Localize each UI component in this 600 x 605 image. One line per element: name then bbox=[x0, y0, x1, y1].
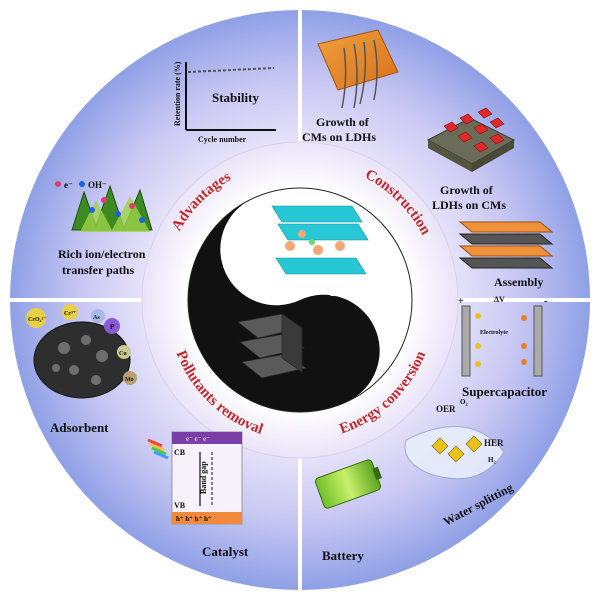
transfer-label-line1: Rich ion/electron bbox=[58, 247, 146, 261]
catalyst-figure: e⁻ e⁻ e⁻ h⁺ h⁺ h⁺ h⁺ CB VB Band gap Cata… bbox=[147, 431, 249, 559]
ion-cr-label: CrO₄²⁻ bbox=[28, 317, 46, 323]
her-label: HER bbox=[484, 438, 504, 448]
assembly-figure: Assembly bbox=[458, 221, 554, 289]
electrolyte-label: Electrolyte bbox=[480, 330, 508, 336]
ion-mo-label: Mo bbox=[125, 377, 134, 383]
catalyst-label: Catalyst bbox=[202, 544, 249, 559]
transfer-paths-figure: e⁻ OH⁻ Rich ion/electron transfer paths bbox=[55, 180, 153, 277]
oer-label: OER bbox=[436, 404, 456, 414]
assembly-label: Assembly bbox=[494, 275, 543, 289]
growth1-line1: Growth of bbox=[316, 115, 370, 129]
electron-label: e⁻ bbox=[64, 180, 73, 190]
electron-dot-icon bbox=[55, 181, 61, 187]
ion-p-label: P bbox=[110, 323, 115, 331]
o2-label: O₂ bbox=[460, 398, 468, 406]
stability-xlabel: Cycle number bbox=[198, 135, 247, 144]
band-gap-label: Band gap bbox=[199, 461, 208, 494]
stability-ylabel: Retention rate (%) bbox=[173, 61, 182, 126]
cm-label: CMs bbox=[268, 396, 295, 411]
growth1-line2: CMs on LDHs bbox=[302, 130, 376, 144]
vb-label: VB bbox=[174, 501, 186, 510]
battery-figure: Battery bbox=[314, 459, 383, 563]
transfer-label-line2: transfer paths bbox=[62, 263, 134, 277]
h2-label: H₂ bbox=[488, 456, 496, 464]
supercapacitor-figure: + - ΔV Electrolyte Supercapacitor bbox=[458, 295, 547, 399]
hydroxide-dot-icon bbox=[79, 181, 85, 187]
supercap-minus: - bbox=[544, 296, 547, 307]
supercap-delta-v: ΔV bbox=[494, 295, 505, 304]
ldh-label: LDHs bbox=[330, 284, 363, 299]
growth2-line2: LDHs on CMs bbox=[432, 198, 506, 212]
supercap-plus: + bbox=[458, 296, 464, 307]
cb-label: CB bbox=[174, 448, 186, 457]
ldh-structure: LDHs bbox=[271, 205, 369, 299]
ion-as-label: As bbox=[93, 315, 100, 321]
growth2-line1: Growth of bbox=[440, 183, 494, 197]
ion-cr3-label: Cr³⁺ bbox=[64, 311, 76, 317]
electrons-label: e⁻ e⁻ e⁻ bbox=[186, 435, 210, 443]
stability-label: Stability bbox=[212, 90, 259, 105]
growth-cms-on-ldhs-figure: Growth of CMs on LDHs bbox=[302, 29, 399, 144]
cm-structure: CMs bbox=[237, 313, 307, 411]
growth-ldhs-on-cms-figure: Growth of LDHs on CMs bbox=[426, 107, 516, 212]
battery-label: Battery bbox=[322, 548, 364, 563]
stability-chart: Retention rate (%) Cycle number Stabilit… bbox=[173, 61, 276, 144]
supercapacitor-label: Supercapacitor bbox=[462, 384, 547, 399]
adsorbent-label: Adsorbent bbox=[50, 420, 109, 435]
adsorbent-figure: CrO₄²⁻ Cr³⁺ P Cu Mo As Adsorbent bbox=[26, 304, 137, 435]
light-rays-icon bbox=[147, 438, 169, 460]
hydroxide-label: OH⁻ bbox=[88, 180, 107, 190]
ion-cu-label: Cu bbox=[119, 351, 127, 357]
holes-label: h⁺ h⁺ h⁺ h⁺ bbox=[176, 515, 212, 523]
